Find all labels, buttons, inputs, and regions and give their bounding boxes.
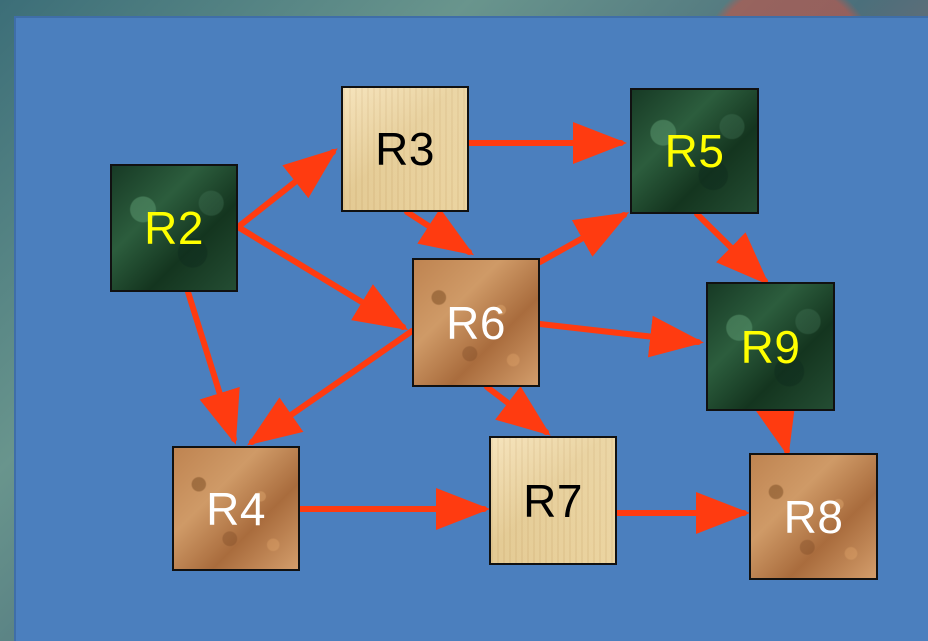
node-label-r2: R2 [144,202,204,254]
node-label-r8: R8 [783,490,844,543]
node-r8: R8 [749,453,878,580]
node-r6: R6 [412,258,540,387]
node-r2: R2 [110,164,238,292]
node-r9: R9 [706,282,835,411]
node-label-r3: R3 [375,123,435,175]
node-r4: R4 [172,446,300,571]
node-label-r6: R6 [446,296,506,349]
node-r3: R3 [341,86,469,212]
node-label-r7: R7 [523,474,583,527]
node-r7: R7 [489,436,617,565]
node-label-r4: R4 [206,482,266,535]
node-r5: R5 [630,88,759,214]
node-label-r9: R9 [740,320,801,373]
node-label-r5: R5 [664,125,725,177]
